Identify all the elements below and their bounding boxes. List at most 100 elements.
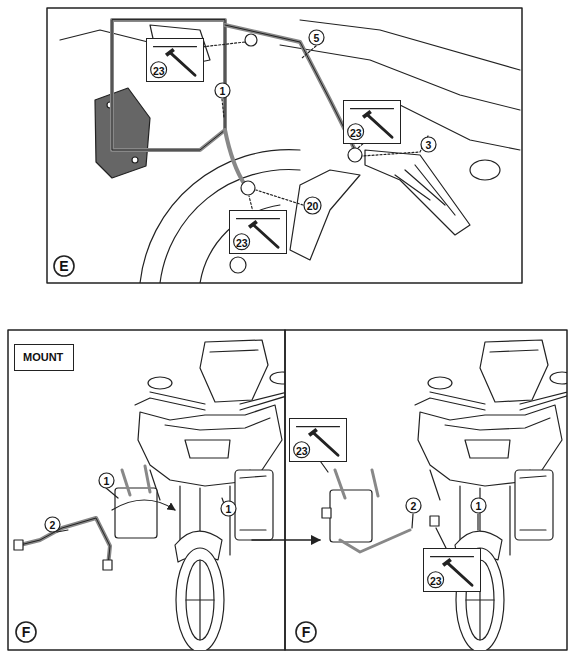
callout-number: 2 <box>405 497 422 514</box>
drawing-stroke <box>230 257 246 273</box>
drawing-stroke <box>95 88 150 178</box>
shape-outline <box>348 124 364 140</box>
shape-outline <box>304 197 321 214</box>
step-arrow <box>252 539 320 541</box>
drawing-stroke <box>20 518 110 566</box>
panel-letter: F <box>15 621 37 643</box>
front-view-after <box>318 340 567 650</box>
drawing-stroke <box>290 170 360 260</box>
shape-outline <box>428 572 444 588</box>
shape-outline <box>406 498 421 513</box>
leader-lines <box>175 42 428 220</box>
drawing-stroke <box>57 488 228 532</box>
drawing-stroke <box>400 105 520 150</box>
callout-number: 2 <box>44 516 61 533</box>
drawing-stroke <box>20 518 110 566</box>
drawing-stroke <box>222 99 224 118</box>
drawing-stroke <box>335 470 410 552</box>
front-view-before <box>14 340 285 650</box>
callout-number: 1 <box>214 82 231 99</box>
drawing-stroke <box>225 25 355 150</box>
callout-text: 1 <box>226 503 232 515</box>
drawing-stroke <box>415 340 567 650</box>
shape-outline <box>236 218 280 219</box>
callout-text: 5 <box>314 32 320 44</box>
callout-number: 5 <box>308 29 325 46</box>
callout-text: 23 <box>236 237 248 249</box>
callout-text: 1 <box>104 475 110 487</box>
callout-text: 23 <box>430 575 442 587</box>
shape-outline <box>170 52 195 75</box>
shape-outline <box>16 622 36 642</box>
callout-text: 1 <box>476 500 482 512</box>
shape-outline <box>367 114 392 137</box>
callout-text: F <box>302 624 311 640</box>
callout-number: 1 <box>470 497 487 514</box>
shape-outline <box>54 256 74 276</box>
drawing-stroke <box>225 130 245 185</box>
bolt-callout-box: 23 <box>343 100 401 144</box>
shape-outline <box>215 83 230 98</box>
shape-outline <box>421 137 436 152</box>
drawing-stroke <box>115 488 157 538</box>
panel-letter: F <box>295 621 317 643</box>
shape-outline <box>313 432 338 455</box>
shape-outline <box>253 224 278 247</box>
bolt-callout-box: 23 <box>289 418 347 462</box>
drawing-stroke <box>430 516 439 526</box>
callout-number: 3 <box>420 136 437 153</box>
drawing-stroke <box>395 165 455 215</box>
drawing-stroke <box>241 181 255 195</box>
drawing-stroke <box>122 466 150 495</box>
drawing-stroke <box>300 20 520 70</box>
drawing-stroke <box>14 540 23 550</box>
shape-outline <box>309 430 317 436</box>
drawing-stroke <box>322 508 331 518</box>
drawing-stroke <box>103 560 112 570</box>
drawing-stroke <box>160 170 300 283</box>
bolt-callout-box: 23 <box>423 548 481 592</box>
shape-outline <box>296 622 316 642</box>
shape-outline <box>471 498 486 513</box>
drawing-stroke <box>330 490 372 542</box>
drawing-stroke <box>318 458 478 556</box>
shape-outline <box>45 517 60 532</box>
shape-outline <box>363 112 371 118</box>
callout-number: 1 <box>98 472 115 489</box>
drawing-stroke <box>112 20 225 150</box>
shape-outline <box>296 426 340 427</box>
shape-outline <box>99 473 114 488</box>
callout-text: 23 <box>350 127 362 139</box>
callout-text: F <box>22 624 31 640</box>
bolt-callout-box: 23 <box>146 38 204 82</box>
callout-number: 20 <box>303 196 322 215</box>
drawing-stroke <box>132 157 138 163</box>
drawing-stroke <box>140 150 300 283</box>
callout-text: 23 <box>296 445 308 457</box>
drawing-stroke <box>47 8 522 283</box>
drawing-stroke <box>302 46 316 58</box>
bolt-callout-box: 23 <box>229 210 287 254</box>
shape-outline <box>151 62 167 78</box>
callout-text: 3 <box>426 139 432 151</box>
shape-outline <box>294 442 310 458</box>
shape-outline <box>234 234 250 250</box>
callout-text: 2 <box>411 500 417 512</box>
drawing-stroke <box>470 160 500 180</box>
shape-outline <box>443 560 451 566</box>
step-label-box: MOUNT <box>14 344 74 371</box>
panel-letter: E <box>53 255 75 277</box>
rear-section-illustration <box>60 20 520 283</box>
callout-text: E <box>59 258 68 274</box>
drawing-stroke <box>112 500 175 510</box>
drawing-stroke <box>112 20 225 150</box>
drawing-stroke <box>225 25 355 150</box>
callout-text: 23 <box>153 65 165 77</box>
shape-outline <box>249 222 257 228</box>
drawing-stroke <box>365 150 470 235</box>
callout-number: 1 <box>220 500 237 517</box>
callout-text: 1 <box>220 85 226 97</box>
shape-outline <box>166 50 174 56</box>
